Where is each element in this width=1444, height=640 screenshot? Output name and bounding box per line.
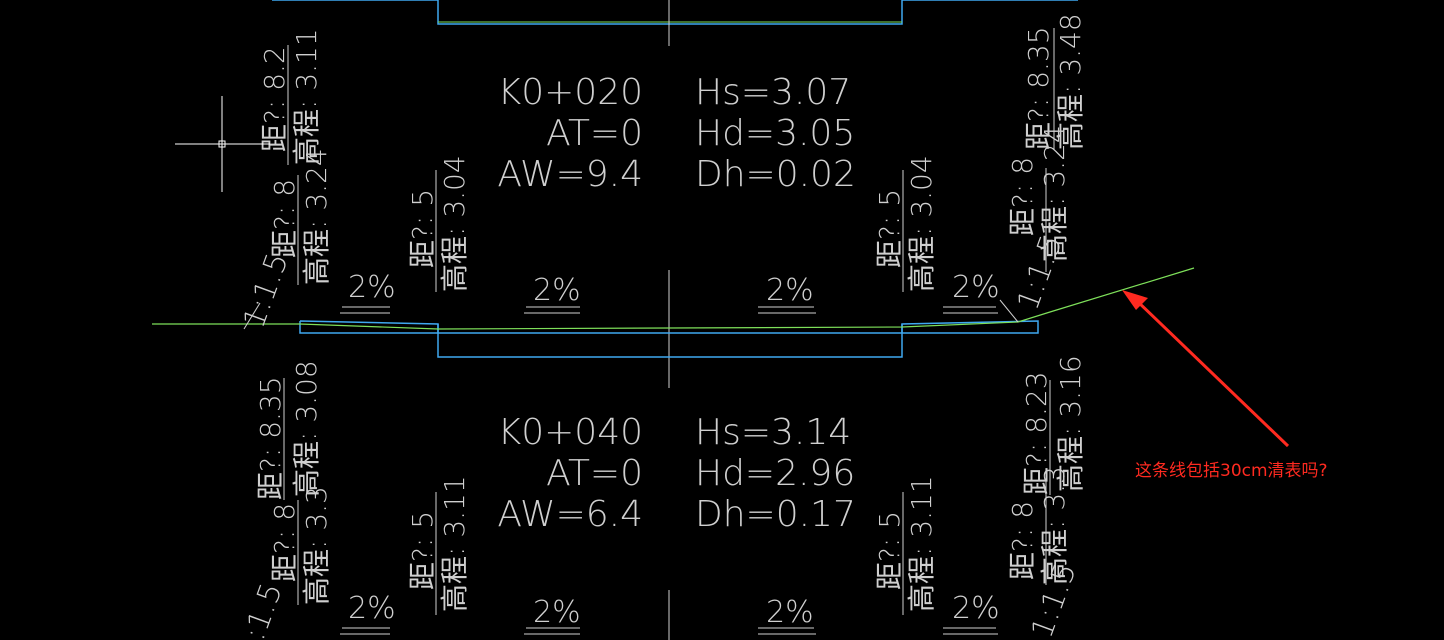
- right-outer-distance-2: 距?: 8.23: [1020, 371, 1053, 495]
- left-outer-distance-1: 距?: 8.2: [258, 46, 291, 152]
- left-mid-distance-2: 距?: 8: [268, 503, 301, 582]
- aw-label-2: AW=6.4: [497, 494, 643, 535]
- at-label-2: AT=0: [546, 453, 643, 494]
- left-mid-elevation-1: 高程: 3.24: [300, 148, 333, 285]
- aw-label-1: AW=9.4: [497, 154, 643, 195]
- existing-ground-line[interactable]: [152, 267, 1195, 330]
- left-inner-distance-1: 距?: 5: [406, 189, 439, 268]
- annotation-question: 这条线包括30cm清表吗?: [1135, 461, 1328, 481]
- grade-arrows-section-2: [340, 627, 998, 635]
- left-mid-distance-1: 距?: 8: [268, 179, 301, 258]
- grade-right-lane-1: 2%: [766, 273, 814, 308]
- hs-label-1: Hs=3.07: [695, 72, 851, 113]
- road-template-top-partial: [272, 0, 1078, 25]
- left-outer-elevation-2: 高程: 3.08: [290, 360, 323, 497]
- dh-label-2: Dh=0.17: [695, 494, 856, 535]
- grade-left-lane-1: 2%: [533, 273, 581, 308]
- station-label-1: K0+020: [498, 72, 643, 113]
- hd-label-1: Hd=3.05: [695, 113, 855, 154]
- annotation-arrow-icon: [1122, 290, 1290, 448]
- grade-right-shoulder-2: 2%: [952, 591, 1000, 626]
- left-inner-elevation-1: 高程: 3.04: [438, 155, 471, 292]
- right-inner-elevation-1: 高程: 3.04: [905, 155, 938, 292]
- hd-label-2: Hd=2.96: [695, 453, 855, 494]
- right-outer-distance-1: 距?: 8.35: [1022, 26, 1055, 150]
- station-label-2: K0+040: [498, 412, 643, 453]
- at-label-1: AT=0: [546, 113, 643, 154]
- slope-ratio-left-1: 1:1.5: [237, 248, 296, 332]
- left-mid-elevation-2: 高程: 3.3: [300, 486, 333, 605]
- slope-tick-right-1: [999, 299, 1019, 323]
- right-outer-elevation-2: 高程: 3.16: [1054, 355, 1087, 492]
- slope-ratio-left-2: 1:1.5: [231, 578, 290, 640]
- grade-right-shoulder-1: 2%: [952, 270, 1000, 305]
- hs-label-2: Hs=3.14: [695, 412, 851, 453]
- slope-tick-left-1: [243, 302, 261, 330]
- grade-left-lane-2: 2%: [533, 595, 581, 630]
- right-inner-elevation-2: 高程: 3.11: [905, 475, 938, 612]
- left-outer-distance-2: 距?: 8.35: [254, 376, 287, 500]
- right-inner-distance-2: 距?: 5: [873, 511, 906, 590]
- left-outer-elevation-1: 高程: 3.11: [290, 28, 323, 165]
- right-mid-distance-2: 距?: 8: [1006, 501, 1039, 580]
- label-bars-section-2: [283, 378, 1051, 615]
- grade-right-lane-2: 2%: [766, 595, 814, 630]
- label-bars-section-1: [287, 28, 1055, 292]
- right-mid-distance-1: 距?: 8: [1006, 157, 1039, 236]
- grade-arrows-section-1: [340, 306, 998, 314]
- left-inner-elevation-2: 高程: 3.11: [438, 475, 471, 612]
- grade-left-shoulder-2: 2%: [348, 591, 396, 626]
- right-mid-elevation-2: 高程: 3.3: [1038, 466, 1071, 585]
- right-inner-distance-1: 距?: 5: [873, 189, 906, 268]
- left-inner-distance-2: 距?: 5: [406, 511, 439, 590]
- right-outer-elevation-1: 高程: 3.48: [1054, 13, 1087, 150]
- crosshair-cursor-icon: [175, 96, 270, 192]
- dh-label-1: Dh=0.02: [695, 154, 856, 195]
- grade-left-shoulder-1: 2%: [348, 270, 396, 305]
- right-mid-elevation-1: 高程: 3.24: [1038, 125, 1071, 262]
